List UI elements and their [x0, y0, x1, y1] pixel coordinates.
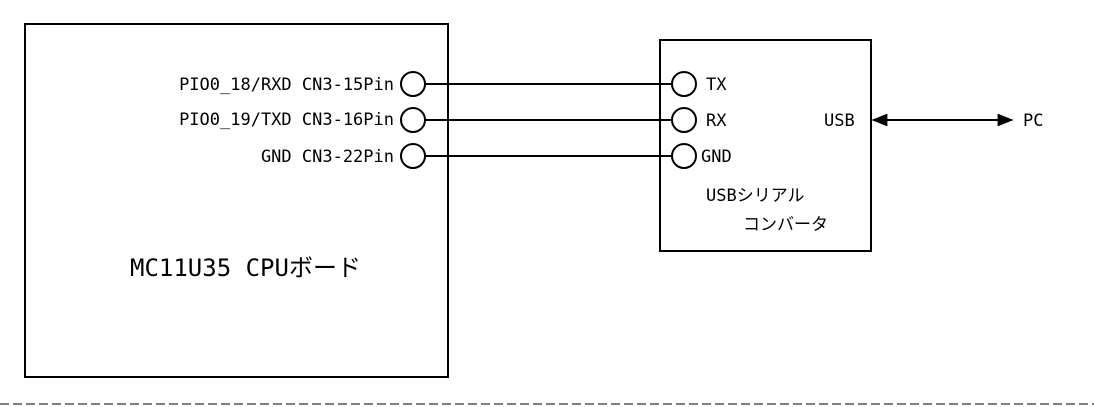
converter-pin-label-2: RX — [706, 111, 727, 131]
board-pin-label-1: PIO0_18/RXD CN3-15Pin — [179, 75, 394, 95]
board-pin-circle-1 — [400, 71, 426, 97]
board-pin-label-3: GND CN3-22Pin — [261, 147, 394, 167]
converter-pin-circle-1 — [671, 71, 697, 97]
converter-pin-label-3: GND — [701, 147, 732, 167]
converter-usb-label: USB — [824, 111, 855, 131]
converter-pin-circle-3 — [671, 143, 697, 169]
converter-pin-label-1: TX — [706, 75, 727, 95]
board-title: MC11U35 CPUボード — [130, 254, 361, 282]
converter-title-line1: USBシリアル — [706, 186, 805, 206]
pc-label: PC — [1023, 111, 1043, 131]
board-pin-circle-3 — [400, 143, 426, 169]
board-pin-label-2: PIO0_19/TXD CN3-16Pin — [179, 110, 394, 130]
converter-box — [659, 39, 872, 252]
board-pin-circle-2 — [400, 107, 426, 133]
converter-pin-circle-2 — [671, 107, 697, 133]
converter-title-line2: コンバータ — [743, 215, 828, 235]
cpu-board-box — [24, 23, 449, 378]
